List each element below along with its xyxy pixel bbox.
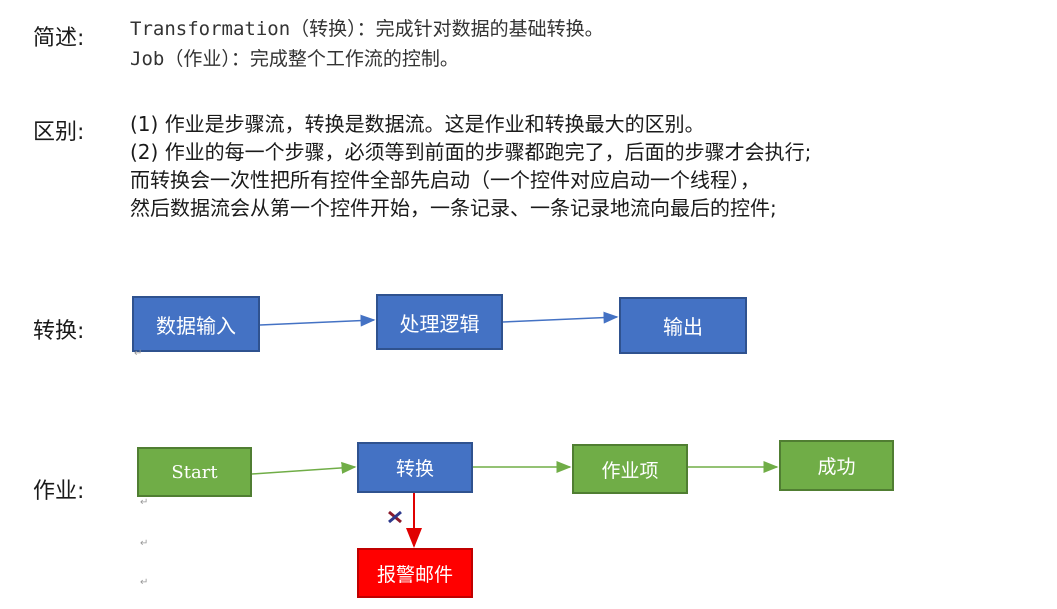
summary-line-1: Transformation（转换）：完成针对数据的基础转换。 [130,18,604,40]
transform-node-input: 数据输入 [132,296,260,352]
transform-label: 转换: [33,319,85,344]
job-node-transform: 转换 [357,442,473,493]
job-arrow-1 [251,461,357,475]
difference-line-3: 而转换会一次性把所有控件全部先启动（一个控件对应启动一个线程）， [130,168,760,192]
paragraph-mark-icon: ↵ [140,538,149,549]
transform-node-output: 输出 [619,297,747,354]
job-node-job-item: 作业项 [572,444,688,494]
paragraph-mark-icon: ↵ [140,577,149,588]
transform-arrow-2 [502,311,619,324]
difference-text: (1) 作业是步骤流，转换是数据流。这是作业和转换最大的区别。 (2) 作业的每… [130,110,811,222]
transform-arrow-1 [259,314,376,327]
job-node-alert-email: 报警邮件 [357,548,473,598]
job-node-start: Start [137,447,252,497]
summary-label: 简述: [33,26,85,51]
difference-line-4: 然后数据流会从第一个控件开始，一条记录、一条记录地流向最后的控件; [130,196,777,220]
transform-node-logic: 处理逻辑 [376,294,503,350]
job-label: 作业: [33,479,85,504]
cross-icon [388,510,402,524]
difference-line-1: (1) 作业是步骤流，转换是数据流。这是作业和转换最大的区别。 [130,112,705,136]
difference-line-2: (2) 作业的每一个步骤，必须等到前面的步骤都跑完了，后面的步骤才会执行; [130,140,812,164]
difference-label: 区别: [33,120,85,145]
paragraph-mark-icon: ↵ [134,348,143,359]
job-node-success: 成功 [779,440,894,491]
summary-line-2: Job（作业）：完成整个工作流的控制。 [130,48,459,70]
paragraph-mark-icon: ↵ [140,497,149,508]
